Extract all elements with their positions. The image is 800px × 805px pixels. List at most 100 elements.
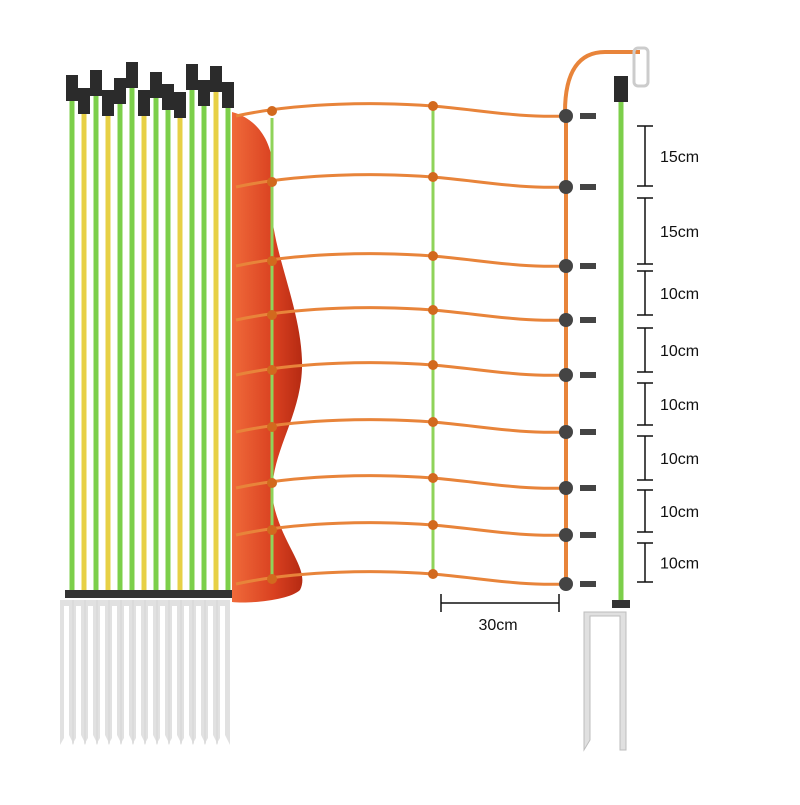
post-cap <box>162 84 174 110</box>
net-knot <box>428 172 438 182</box>
post-foot <box>113 590 127 598</box>
net-knot <box>267 422 277 432</box>
net-wire <box>235 173 567 189</box>
net-knot <box>267 256 277 266</box>
folded-post <box>204 66 223 745</box>
end-post-foot <box>612 600 630 608</box>
net-wire <box>235 252 567 268</box>
insulator-ball <box>559 109 573 123</box>
post-spike <box>204 600 218 745</box>
post-cap <box>114 78 126 104</box>
insulator-clip <box>580 372 596 378</box>
folded-post <box>168 92 187 745</box>
post-spacing-label: 30cm <box>478 617 517 634</box>
spacing-label: 10cm <box>660 504 699 521</box>
insulator-clip <box>580 581 596 587</box>
folded-post <box>96 90 115 745</box>
folded-posts-bundle <box>60 62 235 745</box>
net-horizontal-wires <box>235 102 567 586</box>
post-foot <box>173 590 187 598</box>
insulator-ball <box>559 313 573 327</box>
insulator-ball <box>559 481 573 495</box>
insulator-ball <box>559 368 573 382</box>
folded-post <box>216 82 235 745</box>
end-post-hook <box>632 46 650 88</box>
insulator-clip <box>580 184 596 190</box>
spacing-dimension: 10cm <box>637 327 699 373</box>
spacing-label: 15cm <box>660 149 699 166</box>
net-knot <box>428 473 438 483</box>
folded-net-roll <box>232 112 303 603</box>
post-spike <box>144 600 158 745</box>
post-foot <box>125 590 139 598</box>
post-cap <box>138 90 150 116</box>
post-foot <box>77 590 91 598</box>
spacing-dimensions: 15cm 15cm 10cm 10cm 10cm 10cm 10cm 10cm <box>637 125 699 583</box>
insulator-clip <box>580 263 596 269</box>
insulator-ball <box>559 180 573 194</box>
net-knot <box>428 101 438 111</box>
spacing-label: 15cm <box>660 224 699 241</box>
insulator-ball <box>559 528 573 542</box>
post-spike <box>108 600 122 745</box>
spacing-label: 10cm <box>660 286 699 303</box>
net-knot <box>267 106 277 116</box>
insulator-clip <box>580 113 596 119</box>
net-wire <box>235 570 567 586</box>
net-wire <box>235 361 567 377</box>
post-spike <box>192 600 206 745</box>
spacing-label: 10cm <box>660 556 699 573</box>
post-spike <box>120 600 134 745</box>
post-foot <box>65 590 79 598</box>
net-knot <box>428 417 438 427</box>
net-wire <box>235 474 567 490</box>
post-foot <box>137 590 151 598</box>
spacing-dimension: 10cm <box>637 382 699 426</box>
net-knot <box>267 478 277 488</box>
net-knot <box>428 360 438 370</box>
post-foot <box>161 590 175 598</box>
insulator-ball <box>559 425 573 439</box>
post-spike <box>96 600 110 745</box>
folded-post <box>156 84 175 745</box>
spacing-label: 10cm <box>660 343 699 360</box>
spacing-dimension: 10cm <box>637 489 699 533</box>
insulator-ball <box>559 577 573 591</box>
folded-post <box>144 72 163 745</box>
post-spike <box>132 600 146 745</box>
post-cap <box>198 80 210 106</box>
insulator-clip <box>580 429 596 435</box>
end-post-cap <box>614 76 628 102</box>
spacing-label: 10cm <box>660 397 699 414</box>
folded-post <box>72 88 91 745</box>
post-spacing-dimension: 30cm <box>440 594 560 634</box>
net-knot <box>267 177 277 187</box>
post-cap <box>66 75 78 101</box>
post-cap <box>126 62 138 88</box>
folded-post <box>84 70 103 745</box>
insulator-ball <box>559 259 573 273</box>
post-spike <box>156 600 170 745</box>
insulator-clip <box>580 532 596 538</box>
post-spike <box>60 600 74 745</box>
net-knot <box>267 365 277 375</box>
post-cap <box>90 70 102 96</box>
spacing-label: 10cm <box>660 451 699 468</box>
post-cap <box>102 90 114 116</box>
spacing-dimension: 10cm <box>637 542 699 583</box>
post-foot <box>89 590 103 598</box>
post-cap <box>174 92 186 118</box>
spacing-dimension: 10cm <box>637 435 699 481</box>
folded-post <box>180 64 199 745</box>
net-wire <box>235 521 567 537</box>
connection-wire <box>563 50 640 113</box>
spacing-dimension: 15cm <box>637 125 699 187</box>
net-knot <box>428 569 438 579</box>
post-cap <box>210 66 222 92</box>
folded-post <box>120 62 139 745</box>
insulator-clip <box>580 485 596 491</box>
post-foot <box>185 590 199 598</box>
folded-post <box>108 78 127 745</box>
